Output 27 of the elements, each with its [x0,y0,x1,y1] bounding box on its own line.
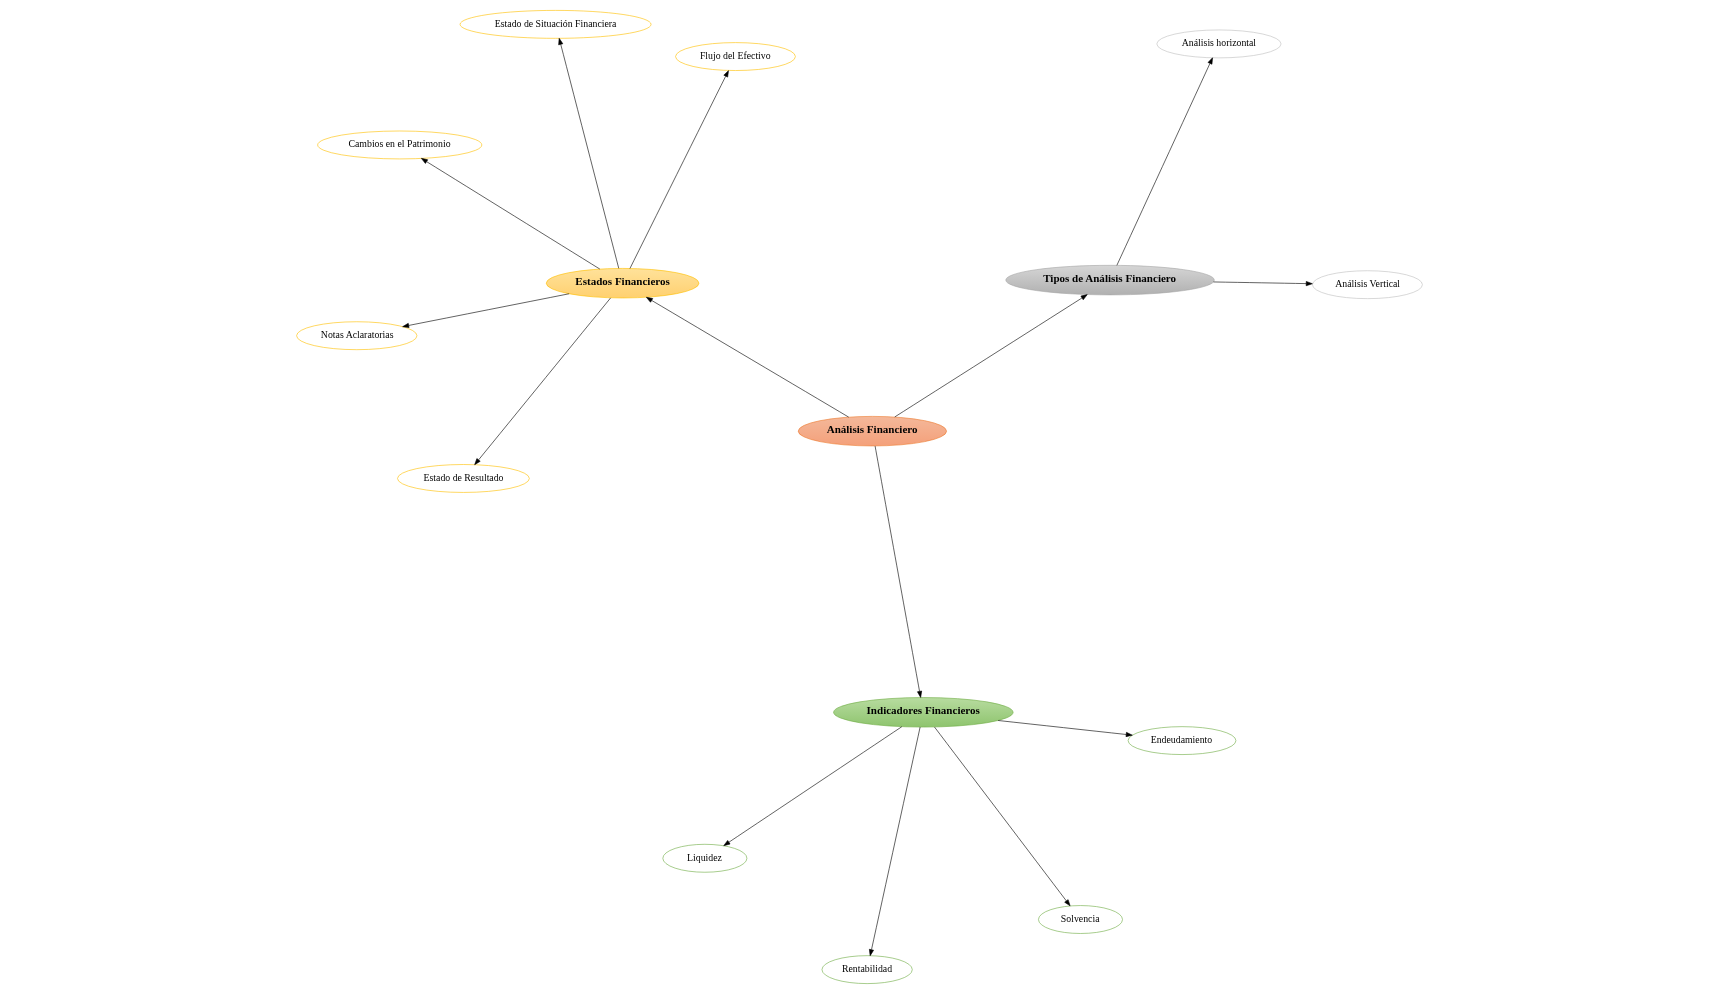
node-ellipse: Estado de Situación Financiera [459,10,652,39]
arrow [558,38,620,269]
arrow [1116,57,1213,266]
arrow [894,294,1088,418]
node-ellipse: Estados Financieros [545,268,700,299]
node-ellipse: Estado de Resultado [397,464,530,493]
node-ellipse: Indicadores Financieros [833,697,1014,728]
node-ellipse: Rentabilidad [821,955,913,984]
node-ellipse: Flujo del Efectivo [675,42,796,71]
arrow [629,70,729,269]
node-ellipse: Solvencia [1038,905,1123,934]
arrow [997,720,1133,737]
node-ellipse: Tipos de Análisis Financiero [1005,265,1215,296]
arrow [934,726,1071,907]
arrow [474,297,611,465]
node-ellipse: Análisis Financiero [797,416,947,447]
arrow [874,445,922,698]
arrow [421,158,601,270]
arrow [646,296,849,418]
arrow [869,726,921,957]
node-ellipse: Liquidez [662,844,748,873]
arrow [402,293,570,328]
arrow [723,726,903,846]
node-ellipse: Análisis Vertical [1312,270,1423,299]
node-ellipse: Cambios en el Patrimonio [317,130,483,160]
node-ellipse: Análisis horizontal [1156,29,1282,59]
arrow [1213,281,1313,287]
